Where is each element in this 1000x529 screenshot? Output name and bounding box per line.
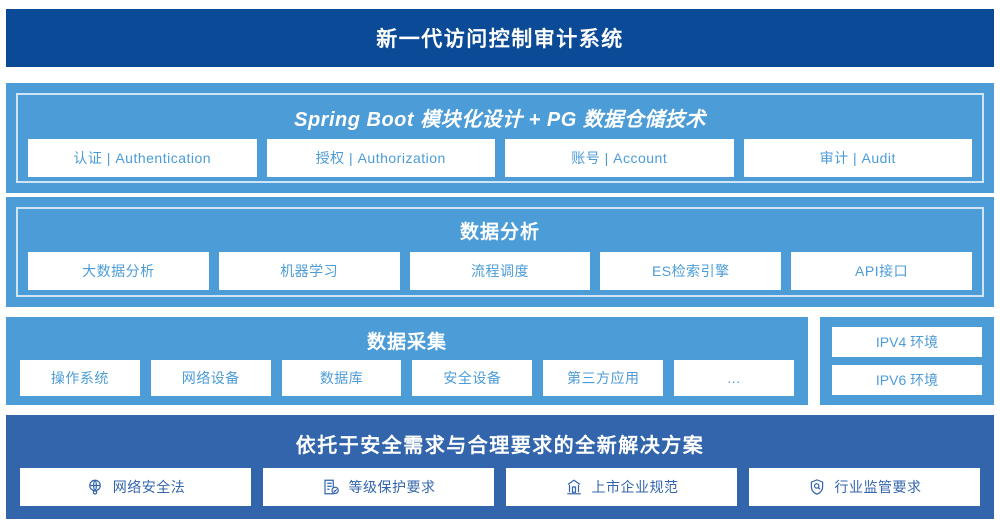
collection-item-security-device[interactable]: 安全设备 xyxy=(412,360,533,396)
data-collection-item-row: 操作系统 网络设备 数据库 安全设备 第三方应用 … xyxy=(20,360,794,396)
bank-building-icon xyxy=(565,478,583,496)
solution-section: 依托于安全需求与合理要求的全新解决方案 网络安全法 xyxy=(6,415,994,519)
solution-item-classified-protection[interactable]: 等级保护要求 xyxy=(263,467,494,506)
collection-item-label: 第三方应用 xyxy=(566,370,640,386)
environment-section-inner: IPV4 环境 IPV6 环境 xyxy=(832,327,982,395)
page-title-bar: 新一代访问控制审计系统 xyxy=(6,9,994,67)
platform-item-account[interactable]: 账号 | Account xyxy=(505,138,734,177)
solution-item-label: 行业监管要求 xyxy=(834,478,922,495)
collection-item-label: 网络设备 xyxy=(181,370,240,386)
analysis-item-label: 机器学习 xyxy=(280,262,339,279)
analysis-item-label: 流程调度 xyxy=(470,262,529,279)
collection-item-label: … xyxy=(726,370,742,386)
solution-section-heading: 依托于安全需求与合理要求的全新解决方案 xyxy=(295,435,705,457)
platform-item-row: 认证 | Authentication 授权 | Authorization 账… xyxy=(18,138,982,181)
collection-item-operating-system[interactable]: 操作系统 xyxy=(20,360,140,396)
analysis-item-bigdata[interactable]: 大数据分析 xyxy=(28,251,209,290)
analysis-item-machine-learning[interactable]: 机器学习 xyxy=(218,251,400,290)
solution-section-inner: 依托于安全需求与合理要求的全新解决方案 网络安全法 xyxy=(20,423,980,507)
collection-item-database[interactable]: 数据库 xyxy=(281,360,402,396)
environment-item-label: IPV6 环境 xyxy=(875,372,939,388)
platform-item-label: 认证 | Authentication xyxy=(73,149,212,166)
collection-item-label: 数据库 xyxy=(319,370,364,386)
analysis-item-label: API接口 xyxy=(855,262,909,279)
platform-item-label: 审计 | Audit xyxy=(819,149,896,166)
platform-item-label: 账号 | Account xyxy=(571,149,668,166)
globe-icon xyxy=(86,478,104,496)
document-check-icon xyxy=(322,478,340,496)
platform-item-authentication[interactable]: 认证 | Authentication xyxy=(28,138,257,177)
platform-section-heading: Spring Boot 模块化设计 + PG 数据仓储技术 xyxy=(294,109,706,131)
analysis-item-workflow-scheduling[interactable]: 流程调度 xyxy=(409,251,591,290)
shield-search-icon xyxy=(808,478,826,496)
solution-item-industry-regulation[interactable]: 行业监管要求 xyxy=(749,467,980,506)
solution-item-label: 网络安全法 xyxy=(112,478,186,495)
platform-item-authorization[interactable]: 授权 | Authorization xyxy=(266,138,495,177)
analysis-item-api-interface[interactable]: API接口 xyxy=(791,251,972,290)
data-analysis-item-row: 大数据分析 机器学习 流程调度 ES检索引擎 API接口 xyxy=(18,250,982,295)
solution-item-label: 上市企业规范 xyxy=(591,478,679,495)
data-collection-section: 数据采集 操作系统 网络设备 数据库 安全设备 第三方应用 … xyxy=(6,317,808,405)
platform-section: Spring Boot 模块化设计 + PG 数据仓储技术 认证 | Authe… xyxy=(6,83,994,193)
environment-item-label: IPV4 环境 xyxy=(875,334,939,350)
environment-item-ipv4[interactable]: IPV4 环境 xyxy=(832,327,982,357)
platform-item-audit[interactable]: 审计 | Audit xyxy=(743,138,972,177)
solution-item-listed-company-standard[interactable]: 上市企业规范 xyxy=(506,467,737,506)
solution-item-label: 等级保护要求 xyxy=(348,478,436,495)
collection-item-more[interactable]: … xyxy=(674,360,794,396)
data-analysis-section-heading: 数据分析 xyxy=(459,222,540,243)
environment-section: IPV4 环境 IPV6 环境 xyxy=(820,317,994,405)
solution-item-cybersecurity-law[interactable]: 网络安全法 xyxy=(20,467,251,506)
collection-item-label: 安全设备 xyxy=(443,370,502,386)
data-analysis-section-inner: 数据分析 大数据分析 机器学习 流程调度 ES检索引擎 API接口 xyxy=(16,207,984,297)
environment-item-ipv6[interactable]: IPV6 环境 xyxy=(832,365,982,395)
analysis-item-es-search-engine[interactable]: ES检索引擎 xyxy=(600,251,782,290)
analysis-item-label: 大数据分析 xyxy=(82,262,155,279)
platform-section-inner: Spring Boot 模块化设计 + PG 数据仓储技术 认证 | Authe… xyxy=(16,93,984,183)
platform-item-label: 授权 | Authorization xyxy=(315,149,446,166)
collection-item-label: 操作系统 xyxy=(50,370,109,386)
collection-item-network-device[interactable]: 网络设备 xyxy=(150,360,271,396)
page-title: 新一代访问控制审计系统 xyxy=(376,28,624,51)
data-analysis-section: 数据分析 大数据分析 机器学习 流程调度 ES检索引擎 API接口 xyxy=(6,197,994,307)
analysis-item-label: ES检索引擎 xyxy=(651,262,730,279)
data-collection-section-heading: 数据采集 xyxy=(366,332,447,353)
data-collection-section-inner: 数据采集 操作系统 网络设备 数据库 安全设备 第三方应用 … xyxy=(20,325,794,396)
solution-item-row: 网络安全法 等级保护要求 xyxy=(20,466,980,507)
collection-item-third-party-app[interactable]: 第三方应用 xyxy=(543,360,664,396)
